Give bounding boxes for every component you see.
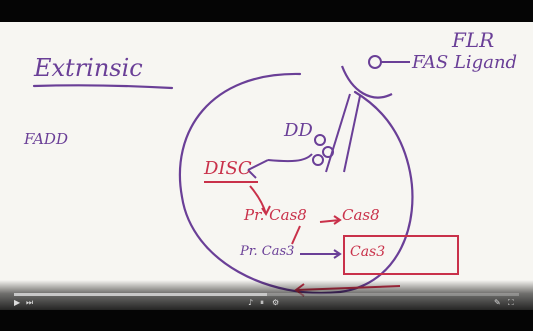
label-fas-ligand: FAS Ligand (412, 52, 518, 73)
letterbox-bottom (0, 310, 533, 331)
label-cas3: Cas3 (350, 244, 386, 260)
seek-bar[interactable] (14, 293, 519, 296)
next-icon[interactable]: ⏭ (26, 298, 34, 307)
receptor-stem-2 (343, 95, 361, 173)
label-cas8: Cas8 (342, 206, 380, 224)
arrow-prcas8-to-cas8 (319, 219, 341, 223)
cas3-box (343, 235, 459, 275)
label-dd: DD (284, 120, 313, 141)
title-underline (32, 84, 174, 90)
label-pr-cas8: Pr. Cas8 (244, 206, 307, 224)
arrow-cas8-down (291, 225, 301, 245)
play-icon[interactable]: ▶ (14, 298, 21, 307)
video-player[interactable]: Extrinsic FADD FLR FAS Ligand DD DISC Pr… (0, 22, 533, 310)
ligand-circle (368, 55, 382, 69)
seek-bar-fill (14, 293, 267, 296)
title-extrinsic: Extrinsic (34, 54, 143, 82)
label-flr: FLR (452, 28, 495, 52)
settings-icon[interactable]: ⚙ (272, 298, 280, 307)
cell-circle (178, 72, 414, 295)
letterbox-top (0, 0, 533, 22)
player-controls: ▶ ⏭ ♪ ⏸ ⚙ ✎ ⛶ (0, 280, 533, 310)
edit-icon[interactable]: ✎ (494, 298, 501, 307)
fullscreen-icon[interactable]: ⛶ (508, 298, 514, 307)
label-pr-cas3: Pr. Cas3 (240, 244, 295, 259)
receptor-stem (325, 93, 351, 173)
label-fadd: FADD (24, 130, 68, 148)
receptor-shape (340, 65, 393, 99)
label-disc: DISC (204, 158, 252, 179)
volume-icon[interactable]: ♪ (248, 298, 254, 307)
pause-icon[interactable]: ⏸ (260, 298, 264, 307)
